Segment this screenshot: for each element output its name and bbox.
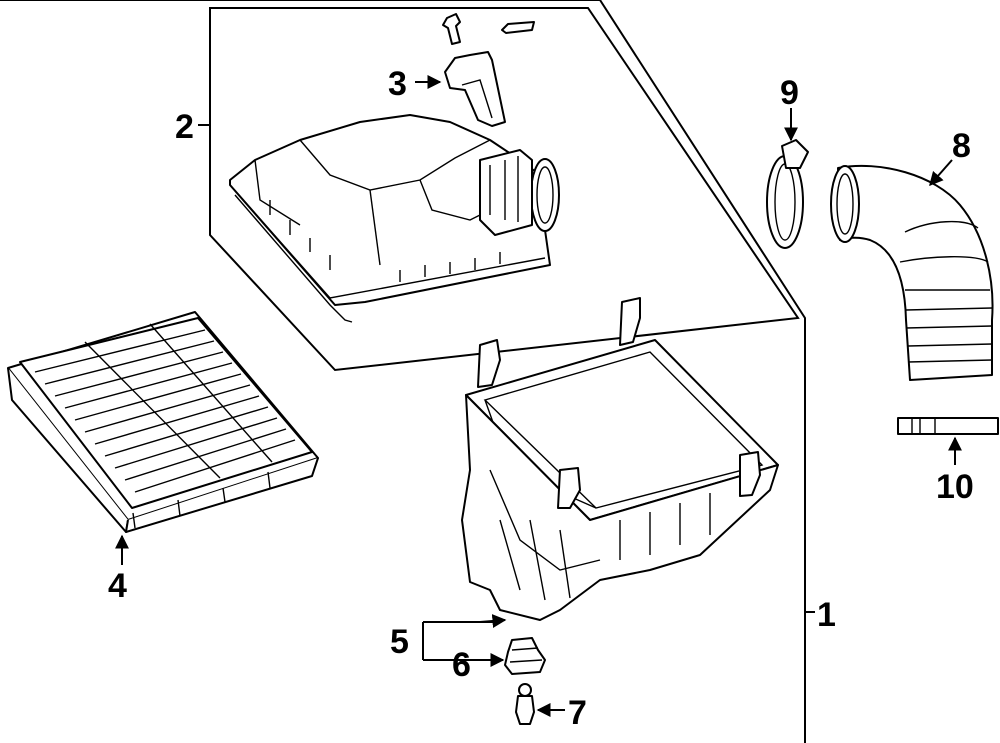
assembly-frame xyxy=(0,0,806,743)
air-cleaner-body-icon xyxy=(461,297,779,621)
callout-2: 2 xyxy=(175,108,194,146)
callout-1: 1 xyxy=(817,596,836,634)
cover-subassembly-frame xyxy=(209,7,800,372)
air-filter-element-icon xyxy=(7,311,319,533)
air-cleaner-cover-icon xyxy=(229,114,560,323)
callout-5: 5 xyxy=(390,623,409,661)
callout-8-leader xyxy=(929,159,953,187)
callout-4: 4 xyxy=(108,567,127,605)
hose-clamp-icon xyxy=(766,139,809,249)
callout-3: 3 xyxy=(388,65,407,103)
grommet-icon xyxy=(504,637,546,675)
filter-pleats xyxy=(34,329,296,493)
callout-6: 6 xyxy=(452,646,471,684)
intake-hose-icon xyxy=(830,164,994,381)
callout-5-arrow xyxy=(479,614,507,628)
callout-8: 8 xyxy=(952,127,971,165)
callout-7: 7 xyxy=(568,694,587,732)
callout-9: 9 xyxy=(780,74,799,112)
mass-airflow-sensor-icon xyxy=(442,13,535,127)
callout-10: 10 xyxy=(936,468,974,506)
clamp-band-icon xyxy=(897,417,999,435)
stud-bolt-icon xyxy=(515,683,535,725)
